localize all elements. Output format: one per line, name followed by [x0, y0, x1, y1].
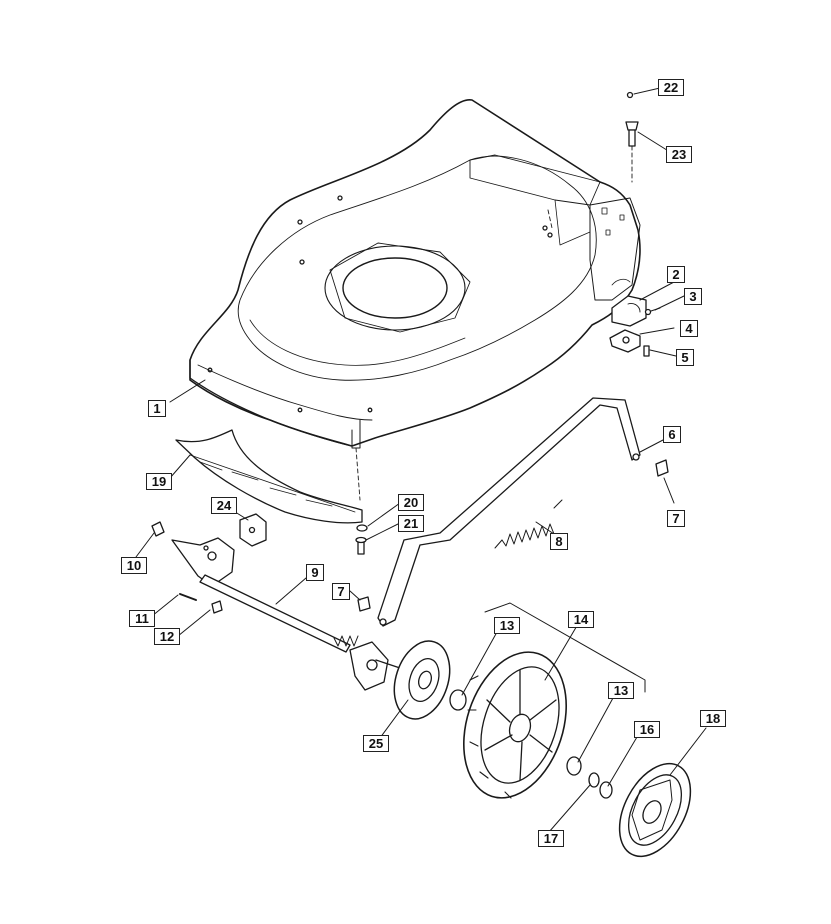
- callout-17: 17: [538, 830, 564, 847]
- callout-25: 25: [363, 735, 389, 752]
- callout-10: 10: [121, 557, 147, 574]
- rear-flap: [175, 429, 363, 524]
- wheel: [449, 651, 582, 799]
- lever-rod: [377, 397, 641, 627]
- callout-13-top: 13: [494, 617, 520, 634]
- callout-12: 12: [154, 628, 180, 645]
- callout-6: 6: [663, 426, 681, 443]
- callout-7-left: 7: [332, 583, 350, 600]
- callout-20: 20: [398, 494, 424, 511]
- callout-2: 2: [667, 266, 685, 283]
- spring: [494, 499, 563, 549]
- callout-21: 21: [398, 515, 424, 532]
- callout-4: 4: [680, 320, 698, 337]
- callout-8: 8: [550, 533, 568, 550]
- callout-14: 14: [568, 611, 594, 628]
- callout-11: 11: [129, 610, 155, 627]
- callout-13-bottom: 13: [608, 682, 634, 699]
- height-pin-assembly: [625, 91, 639, 147]
- callout-7-right: 7: [667, 510, 685, 527]
- assembly-lines: [355, 145, 633, 501]
- washer-bolt: [355, 524, 368, 555]
- group-bracket: [484, 602, 646, 693]
- wheel-hardware: [588, 772, 613, 799]
- callout-19: 19: [146, 473, 172, 490]
- callout-3: 3: [684, 288, 702, 305]
- callout-24: 24: [211, 497, 237, 514]
- callout-22: 22: [658, 79, 684, 96]
- hubcap: [393, 640, 451, 720]
- callout-23: 23: [666, 146, 692, 163]
- axle-assembly: [151, 513, 401, 691]
- callout-9: 9: [306, 564, 324, 581]
- callout-16: 16: [634, 721, 660, 738]
- nut: [357, 459, 669, 612]
- callout-5: 5: [676, 349, 694, 366]
- height-adjuster-parts: [609, 295, 661, 357]
- callout-18: 18: [700, 710, 726, 727]
- callout-1: 1: [148, 400, 166, 417]
- wheel-cover: [618, 762, 692, 858]
- mower-deck: [189, 99, 641, 449]
- leader-lines: [135, 87, 707, 833]
